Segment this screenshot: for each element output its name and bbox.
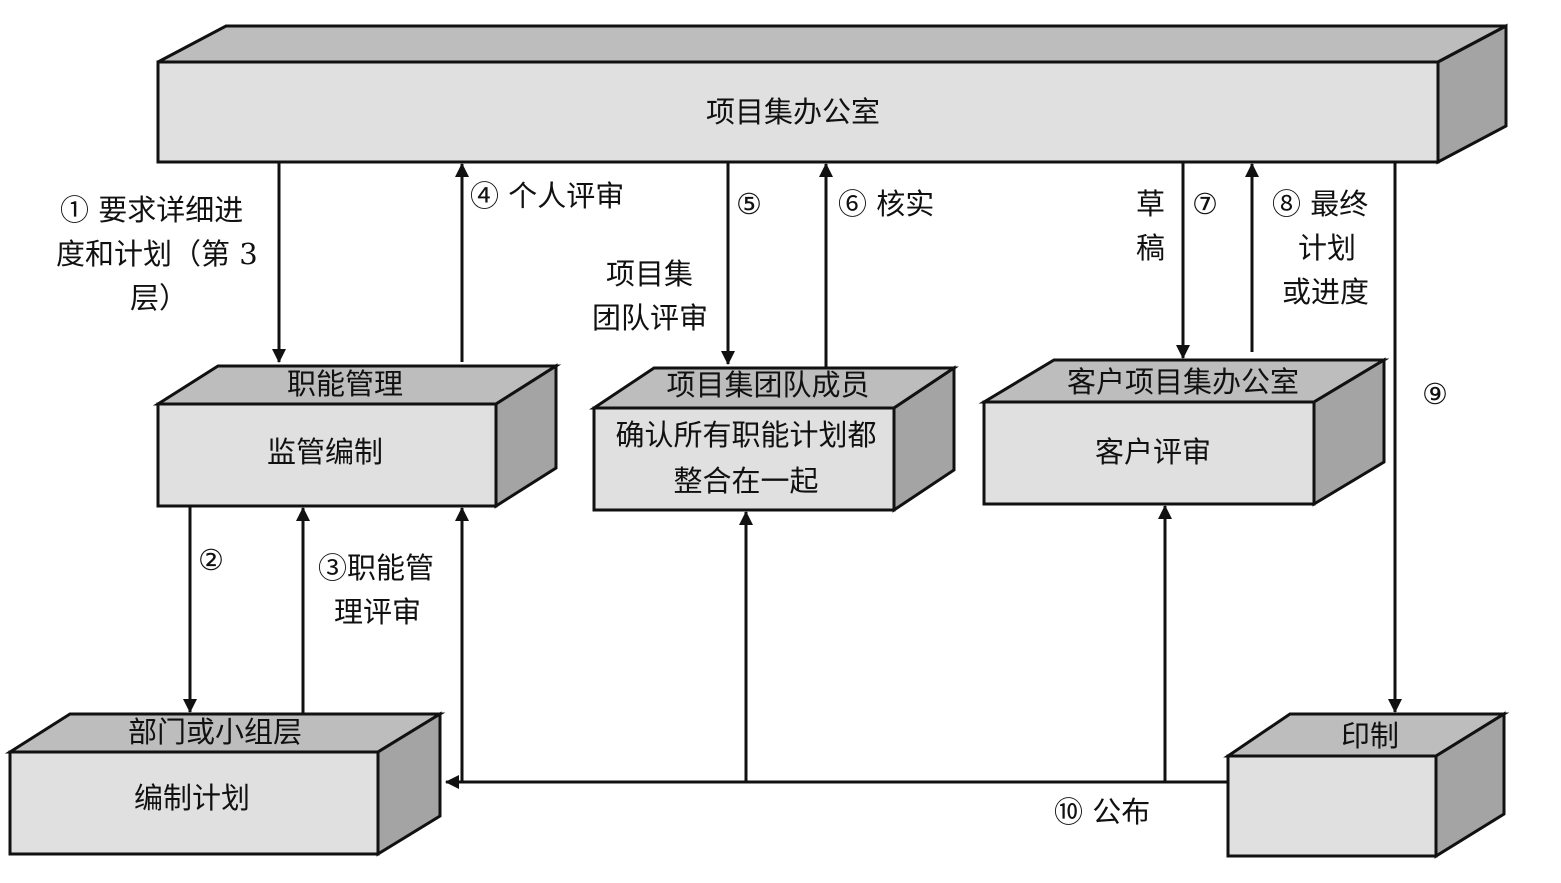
step8-line3: 或进度: [1282, 275, 1369, 309]
step5-line2: 项目集: [606, 257, 693, 291]
program-team-label-line2: 整合在一起: [673, 464, 818, 498]
step7-label: 草 稿 ⑦: [1136, 187, 1218, 265]
program-team-header: 项目集团队成员: [666, 368, 869, 402]
department-box: 部门或小组层 编制计划: [4, 711, 446, 857]
step5-line3: 团队评审: [592, 301, 708, 335]
print-header: 印制: [1341, 719, 1399, 753]
step8-label: ⑧ 最终 计划 或进度: [1272, 187, 1369, 309]
program-office-label: 项目集办公室: [706, 95, 880, 129]
step8-line2: 计划: [1298, 231, 1356, 265]
step1-line3: 层）: [130, 281, 188, 315]
step1-line1: ① 要求详细进: [60, 193, 243, 227]
step1-label: ① 要求详细进 度和计划（第 3 层）: [56, 193, 258, 315]
print-box: 印制: [1223, 711, 1510, 859]
step1-line2: 度和计划（第 3: [56, 237, 258, 271]
functional-management-header: 职能管理: [287, 367, 403, 401]
step6-label: ⑥ 核实: [838, 187, 934, 221]
step7-number: ⑦: [1192, 187, 1218, 221]
program-team-label-line1: 确认所有职能计划都: [615, 418, 876, 452]
step10-label: ⑩ 公布: [1054, 795, 1150, 829]
functional-management-label: 监管编制: [267, 435, 383, 469]
step3-line2: 理评审: [334, 595, 421, 629]
step5-number: ⑤: [736, 187, 762, 221]
step2-label: ②: [198, 543, 224, 577]
step7-line2: 稿: [1136, 231, 1165, 265]
department-label: 编制计划: [134, 781, 250, 815]
program-team-box: 项目集团队成员 确认所有职能计划都 整合在一起: [589, 365, 959, 513]
step4-label: ④ 个人评审: [470, 179, 624, 213]
step7-line1: 草: [1136, 187, 1165, 221]
step3-label: ③职能管 理评审: [318, 551, 434, 629]
department-header: 部门或小组层: [128, 715, 302, 749]
step5-label: ⑤ 项目集 团队评审: [592, 187, 762, 335]
program-office-box: 项目集办公室: [156, 23, 1508, 165]
client-program-office-box: 客户项目集办公室 客户评审: [978, 357, 1390, 507]
step3-line1: ③职能管: [318, 551, 434, 585]
step9-label: ⑨: [1422, 377, 1448, 411]
client-program-office-header: 客户项目集办公室: [1067, 365, 1299, 399]
step8-line1: ⑧ 最终: [1272, 187, 1368, 221]
client-review-label: 客户评审: [1095, 435, 1211, 469]
functional-management-box: 职能管理 监管编制: [152, 363, 562, 509]
